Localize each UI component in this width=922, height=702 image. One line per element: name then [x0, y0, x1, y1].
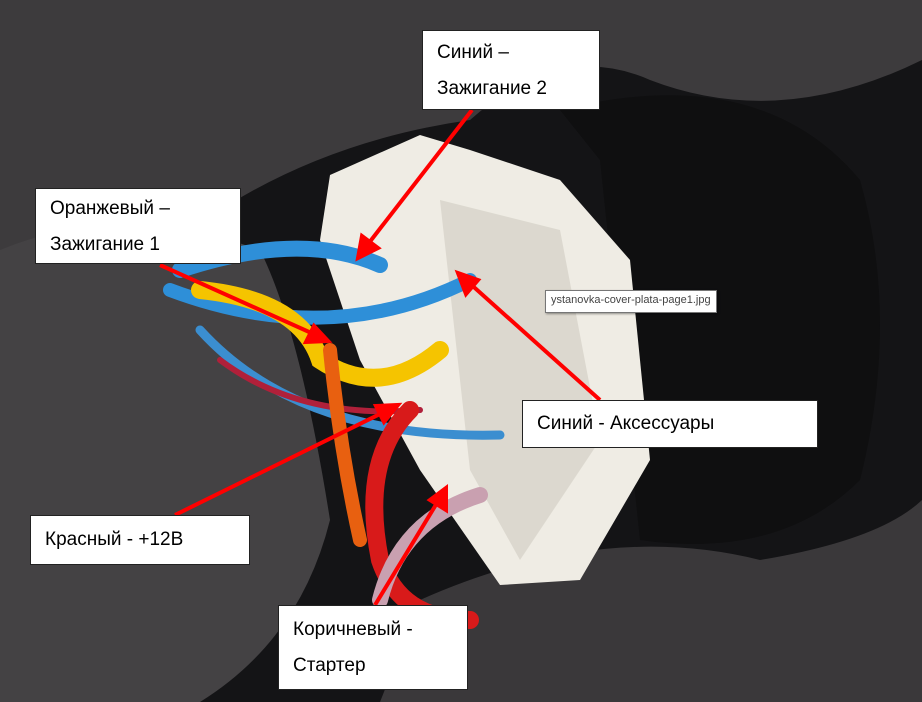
arrow-blue-accessories — [464, 278, 602, 402]
foam-bottom — [380, 500, 922, 702]
label-red-12v: Красный - +12В — [30, 515, 250, 565]
filename-tooltip: ystanovka-cover-plata-page1.jpg — [545, 290, 717, 313]
arrowhead — [302, 322, 333, 345]
label-brown-starter: Коричневый - Стартер — [278, 605, 468, 690]
label-line: Зажигание 2 — [437, 78, 547, 99]
arrowhead — [372, 402, 403, 426]
wire-pink — [372, 487, 488, 608]
label-blue-accessories: Синий - Аксессуары — [522, 400, 818, 448]
arrowhead — [426, 484, 448, 514]
wire-blue-2 — [163, 273, 477, 325]
label-line: Синий – — [437, 42, 509, 63]
wire-orange — [323, 343, 367, 547]
arrow-brown-starter — [373, 496, 442, 607]
arrow-red-12v — [174, 408, 389, 517]
arrow-blue-ignition2 — [363, 108, 474, 250]
label-line: Оранжевый – — [50, 198, 170, 219]
arrowhead — [355, 232, 382, 262]
wire-yellow — [191, 281, 449, 387]
arrows — [159, 108, 602, 607]
foam-top — [0, 0, 922, 300]
label-blue-ignition2: Синий – Зажигание 2 — [422, 30, 600, 110]
arrowhead — [454, 269, 482, 298]
wire-blue-3 — [195, 325, 505, 440]
label-orange-ignition1: Оранжевый – Зажигание 1 — [35, 188, 241, 264]
label-line: Стартер — [293, 655, 366, 676]
foam-left — [0, 225, 330, 702]
label-line: Зажигание 1 — [50, 234, 160, 255]
label-line: Коричневый - — [293, 619, 413, 640]
arrow-orange-ignition1 — [159, 263, 319, 338]
